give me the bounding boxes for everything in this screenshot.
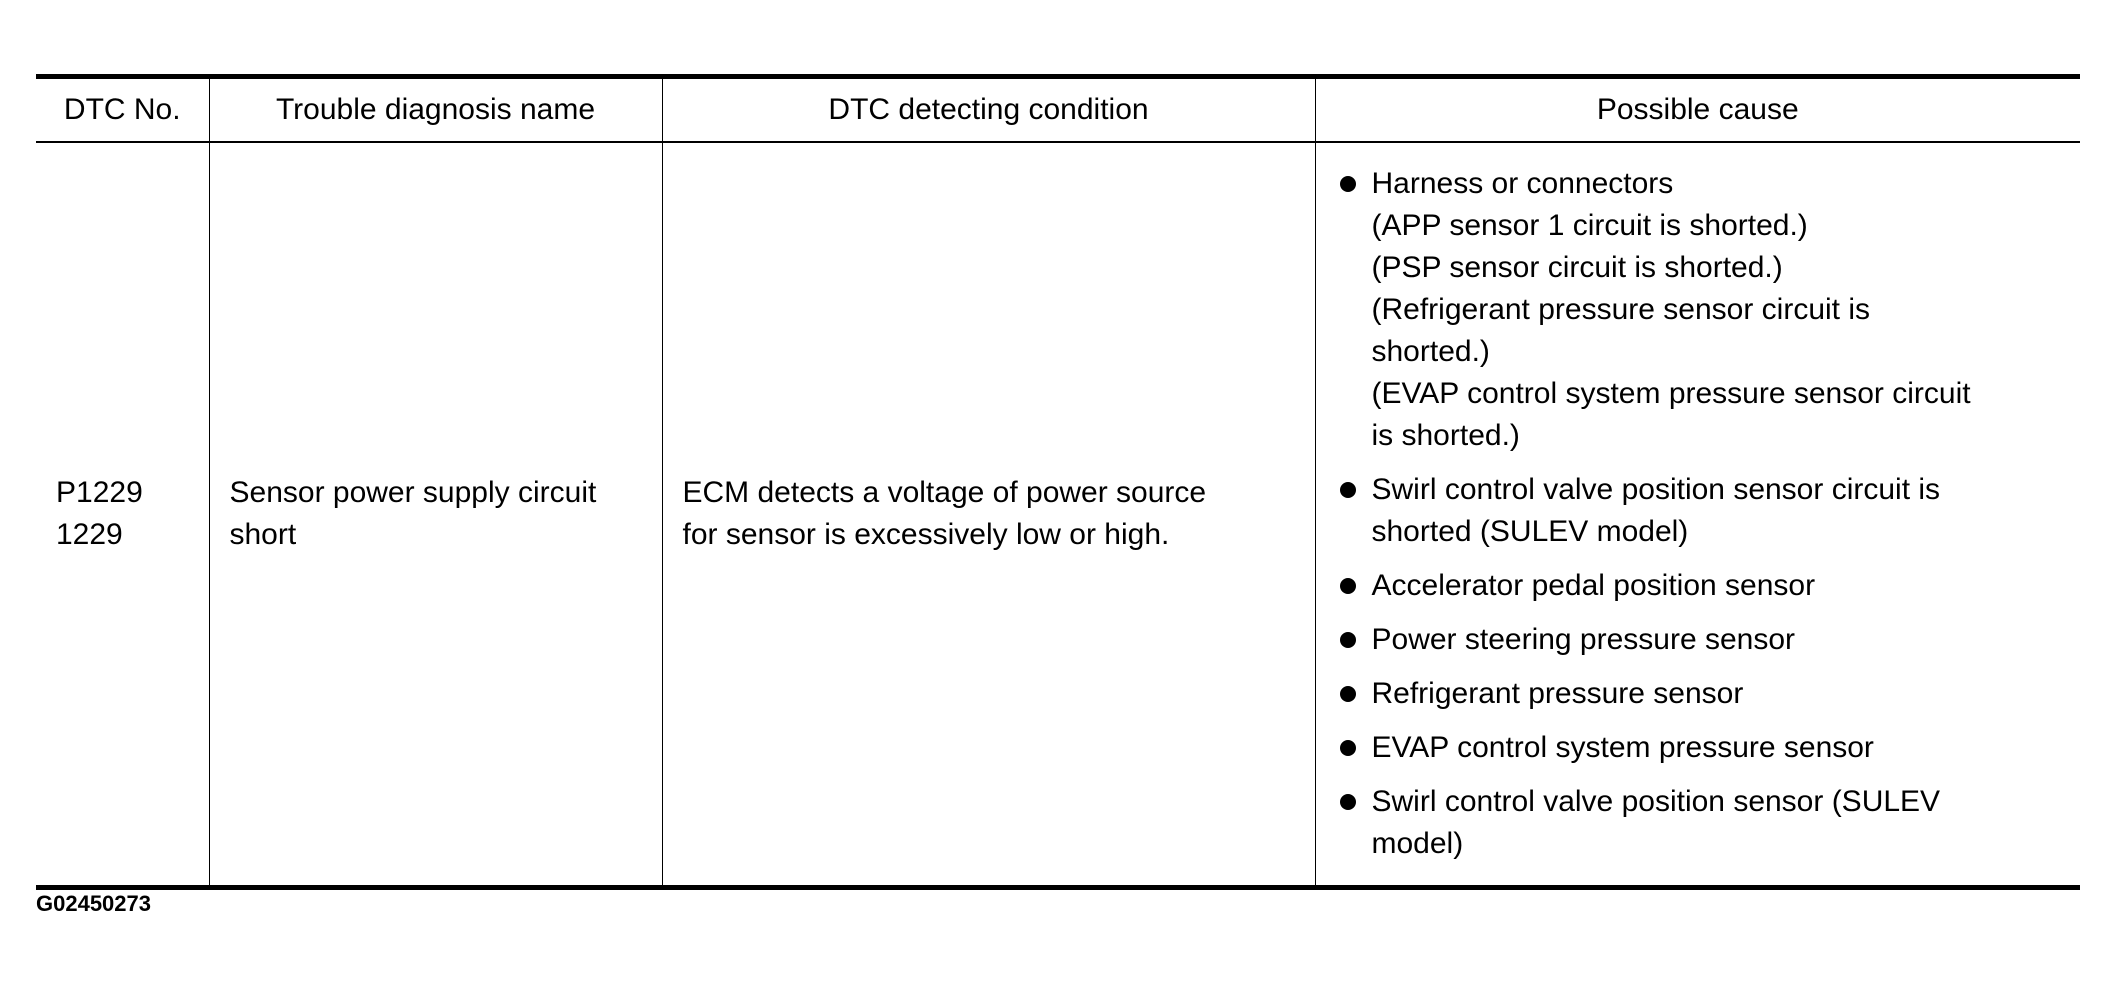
list-item: Harness or connectors (APP sensor 1 circ…	[1339, 163, 2061, 457]
cause-list: Harness or connectors (APP sensor 1 circ…	[1339, 163, 2061, 865]
bullet-dot-icon	[1339, 176, 1356, 192]
table-header-row: DTC No. Trouble diagnosis name DTC detec…	[36, 76, 2080, 143]
dtc-code-short: 1229	[56, 518, 123, 551]
bullet-dot-icon	[1339, 632, 1356, 648]
cell-detecting-condition: ECM detects a voltage of power source fo…	[661, 142, 1316, 888]
cause-line: shorted (SULEV model)	[1371, 515, 1689, 548]
figure-code: G02450273	[36, 891, 151, 916]
list-item: Swirl control valve position sensor (SUL…	[1339, 781, 2061, 865]
cause-line: Swirl control valve position sensor (SUL…	[1371, 785, 1941, 818]
header-possible-cause: Possible cause	[1314, 76, 2080, 143]
bullet-dot-icon	[1339, 578, 1356, 594]
cause-line: shorted.)	[1371, 335, 1490, 368]
cause-line: Swirl control valve position sensor circ…	[1371, 473, 1941, 506]
diagnosis-name-line: Sensor power supply circuit	[229, 476, 597, 509]
dtc-table: DTC No. Trouble diagnosis name DTC detec…	[36, 74, 2080, 890]
cause-line: (EVAP control system pressure sensor cir…	[1371, 377, 1971, 410]
cause-line: is shorted.)	[1371, 419, 1520, 452]
list-item: Swirl control valve position sensor circ…	[1339, 469, 2061, 553]
cell-dtc-no: P1229 1229	[36, 142, 210, 888]
list-item: EVAP control system pressure sensor	[1339, 727, 2061, 769]
bullet-dot-icon	[1339, 686, 1356, 702]
condition-line: for sensor is excessively low or high.	[682, 518, 1170, 551]
cause-line: Refrigerant pressure sensor	[1371, 677, 1744, 710]
cell-diagnosis-name: Sensor power supply circuit short	[208, 142, 663, 888]
condition-line: ECM detects a voltage of power source	[682, 476, 1207, 509]
dtc-code: P1229	[56, 476, 143, 509]
table-row: P1229 1229 Sensor power supply circuit s…	[36, 142, 2080, 888]
header-diagnosis-name: Trouble diagnosis name	[208, 76, 663, 143]
cell-possible-cause: Harness or connectors (APP sensor 1 circ…	[1314, 142, 2080, 888]
list-item: Accelerator pedal position sensor	[1339, 565, 2061, 607]
list-item: Refrigerant pressure sensor	[1339, 673, 2061, 715]
cause-line: (PSP sensor circuit is shorted.)	[1371, 251, 1783, 284]
bullet-dot-icon	[1339, 740, 1356, 756]
cause-line: model)	[1371, 827, 1464, 860]
bullet-dot-icon	[1339, 794, 1356, 810]
header-dtc-no: DTC No.	[36, 76, 210, 143]
cause-line: (APP sensor 1 circuit is shorted.)	[1371, 209, 1808, 242]
bullet-dot-icon	[1339, 482, 1356, 498]
cause-line: EVAP control system pressure sensor	[1371, 731, 1874, 764]
cause-line: Power steering pressure sensor	[1371, 623, 1796, 656]
diagnosis-name-line: short	[229, 518, 297, 551]
list-item: Power steering pressure sensor	[1339, 619, 2061, 661]
header-detecting-condition: DTC detecting condition	[661, 76, 1316, 143]
cause-line: (Refrigerant pressure sensor circuit is	[1371, 293, 1871, 326]
cause-line: Harness or connectors	[1371, 167, 1674, 200]
cause-line: Accelerator pedal position sensor	[1371, 569, 1816, 602]
